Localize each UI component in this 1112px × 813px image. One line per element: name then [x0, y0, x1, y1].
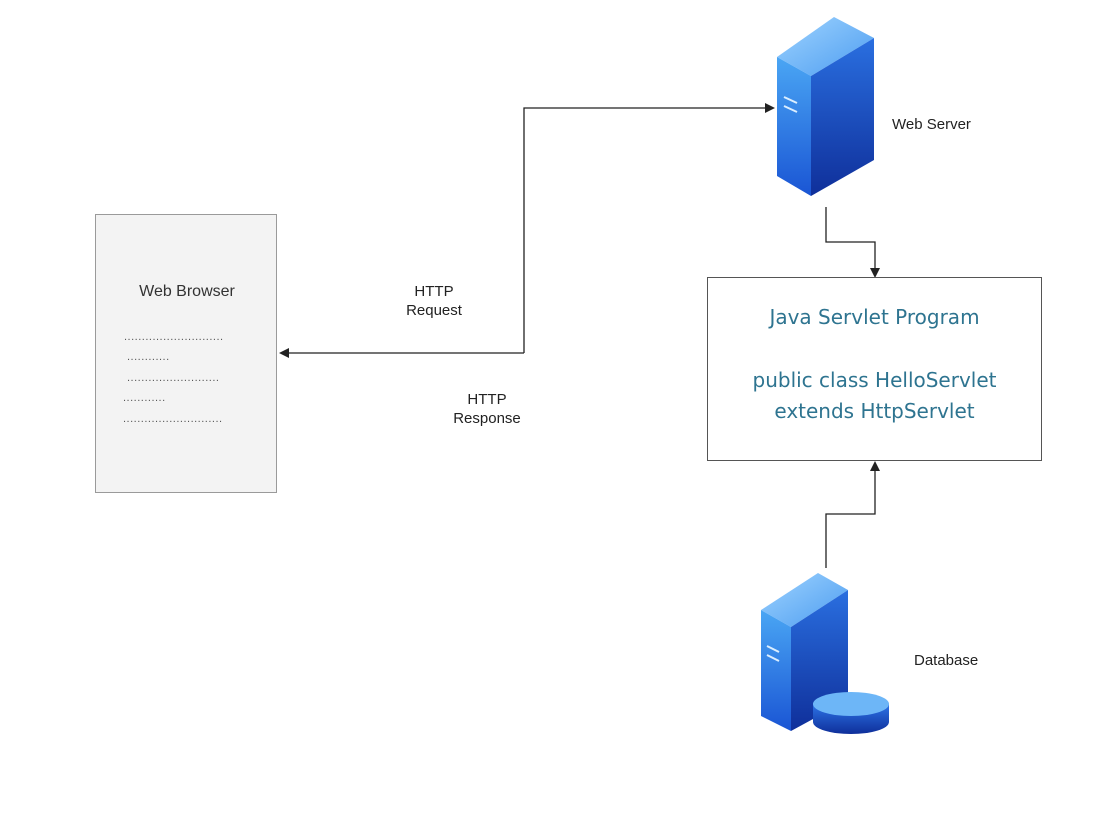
http-response-label-line2: Response [453, 410, 521, 427]
placeholder-line: ............ [123, 392, 166, 404]
http-request-label-line1: HTTP [414, 283, 454, 300]
web-browser-panel: Web Browser ............................… [95, 214, 277, 493]
http-response-label-line1: HTTP [467, 391, 507, 408]
placeholder-line: ............................ [123, 413, 223, 425]
server-tower-icon [777, 17, 874, 196]
database-to-servlet-arrow [825, 461, 880, 568]
database-label: Database [914, 652, 979, 669]
placeholder-line: .......................... [127, 372, 220, 384]
java-servlet-box: Java Servlet Program public class HelloS… [707, 277, 1042, 461]
web-server-label: Web Server [892, 116, 971, 133]
http-request-label: HTTP Request [396, 282, 472, 320]
placeholder-line: ............................ [124, 331, 224, 343]
web-browser-title: Web Browser [139, 283, 235, 300]
servlet-title: Java Servlet Program [769, 305, 980, 329]
server-to-servlet-arrow [825, 207, 880, 278]
servlet-code-line1: public class HelloServlet [752, 368, 997, 392]
http-response-label: HTTP Response [445, 390, 529, 428]
servlet-code-line2: extends HttpServlet [774, 399, 975, 423]
http-request-label-line2: Request [406, 302, 462, 319]
placeholder-line: ............ [127, 351, 170, 363]
database-server-icon [761, 573, 889, 734]
http-request-arrow [523, 103, 775, 353]
